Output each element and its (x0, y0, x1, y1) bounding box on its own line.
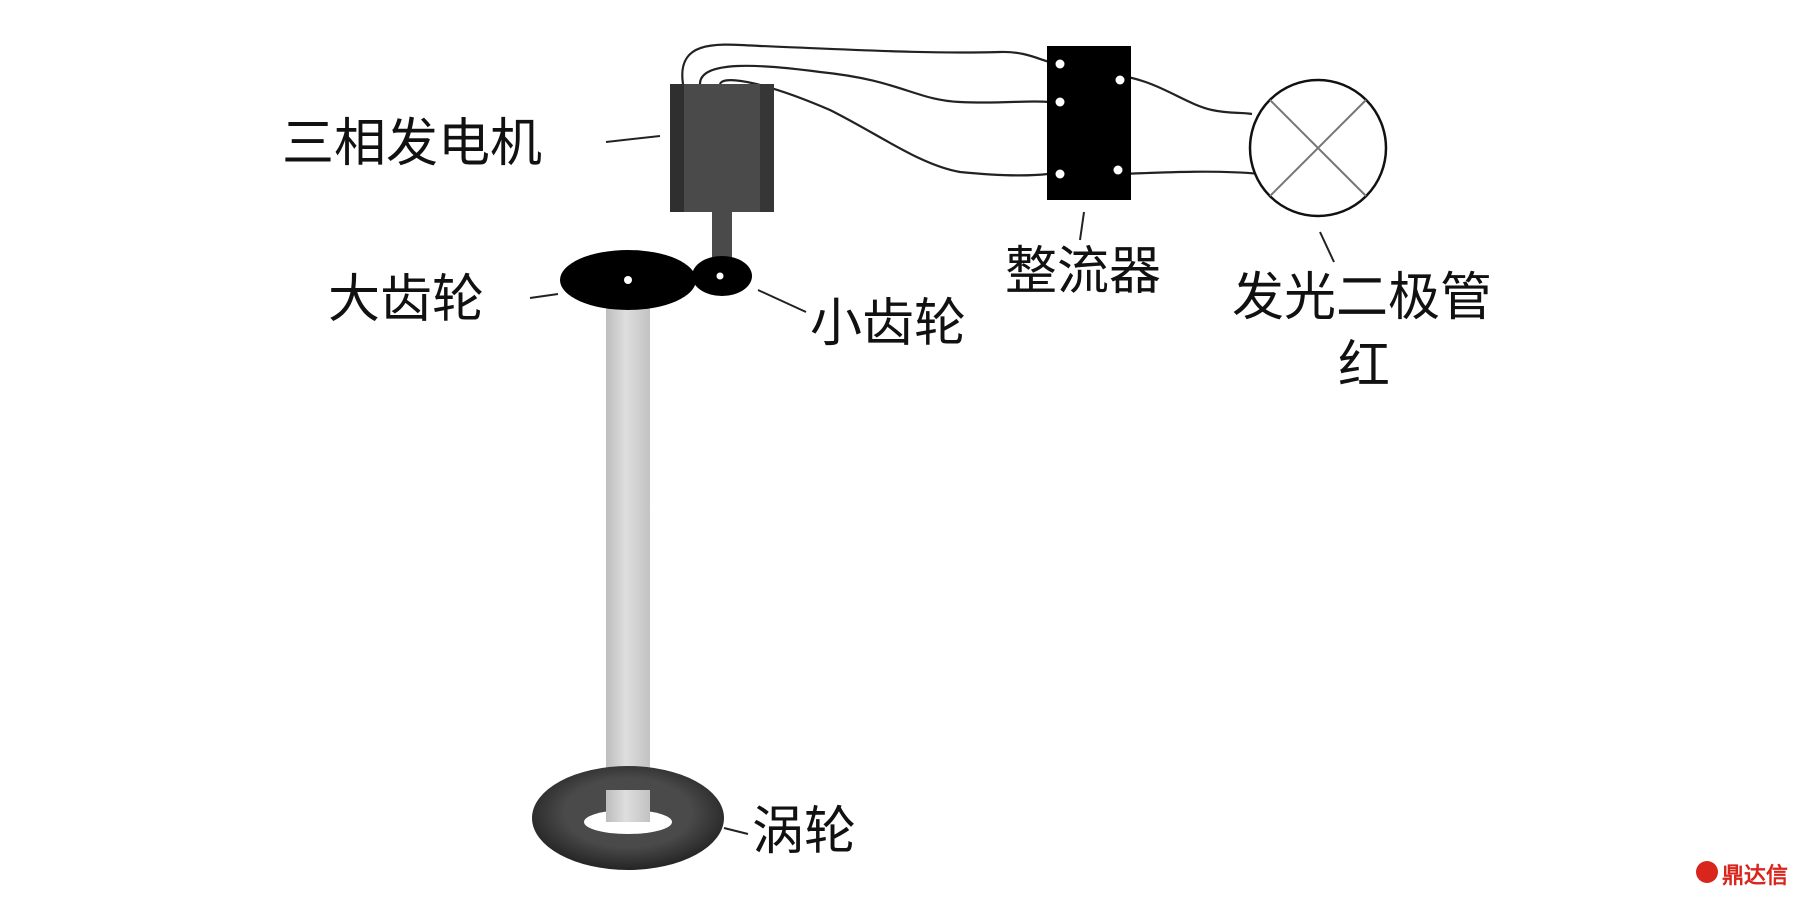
leader-rectifier (1079, 211, 1085, 241)
rectifier-terminal (1055, 169, 1065, 179)
shaft (606, 296, 650, 830)
label-turbine: 涡轮 (752, 802, 857, 862)
turbine-ring (532, 766, 724, 870)
leader-lines (529, 135, 1335, 835)
label-generator: 三相发电机 (282, 114, 543, 174)
rectifier-terminal (1113, 165, 1123, 175)
wire-4 (1121, 74, 1253, 116)
big-gear (560, 250, 696, 310)
watermark-logo-icon (1696, 861, 1718, 883)
label-big-gear: 大齿轮 (328, 270, 485, 330)
rectifier-terminal (1115, 75, 1125, 85)
generator-rectifier-wires (681, 43, 1051, 177)
wire-2 (698, 64, 1049, 104)
leader-generator (605, 135, 661, 143)
wire-1 (681, 43, 1051, 85)
rectifier-terminal (1055, 97, 1065, 107)
leader-small-gear (757, 289, 807, 313)
small-gear (692, 256, 752, 296)
leader-turbine (723, 827, 749, 835)
label-rectifier: 整流器 (1005, 242, 1162, 302)
rectifier-terminal (1055, 59, 1065, 69)
label-led: 发光二极管 (1232, 268, 1493, 328)
label-small-gear: 小齿轮 (810, 294, 967, 354)
rectifier-led-wires (1121, 74, 1261, 176)
leader-big-gear (529, 293, 559, 299)
led-lamp-symbol (1248, 78, 1388, 218)
wire-5 (1121, 170, 1261, 176)
label-led-color: 红 (1338, 336, 1391, 396)
rectifier-box (1047, 46, 1131, 200)
wire-3 (718, 79, 1049, 177)
leader-led (1319, 231, 1335, 263)
watermark-text: 鼎达信 (1722, 864, 1789, 889)
three-phase-generator (670, 84, 774, 260)
